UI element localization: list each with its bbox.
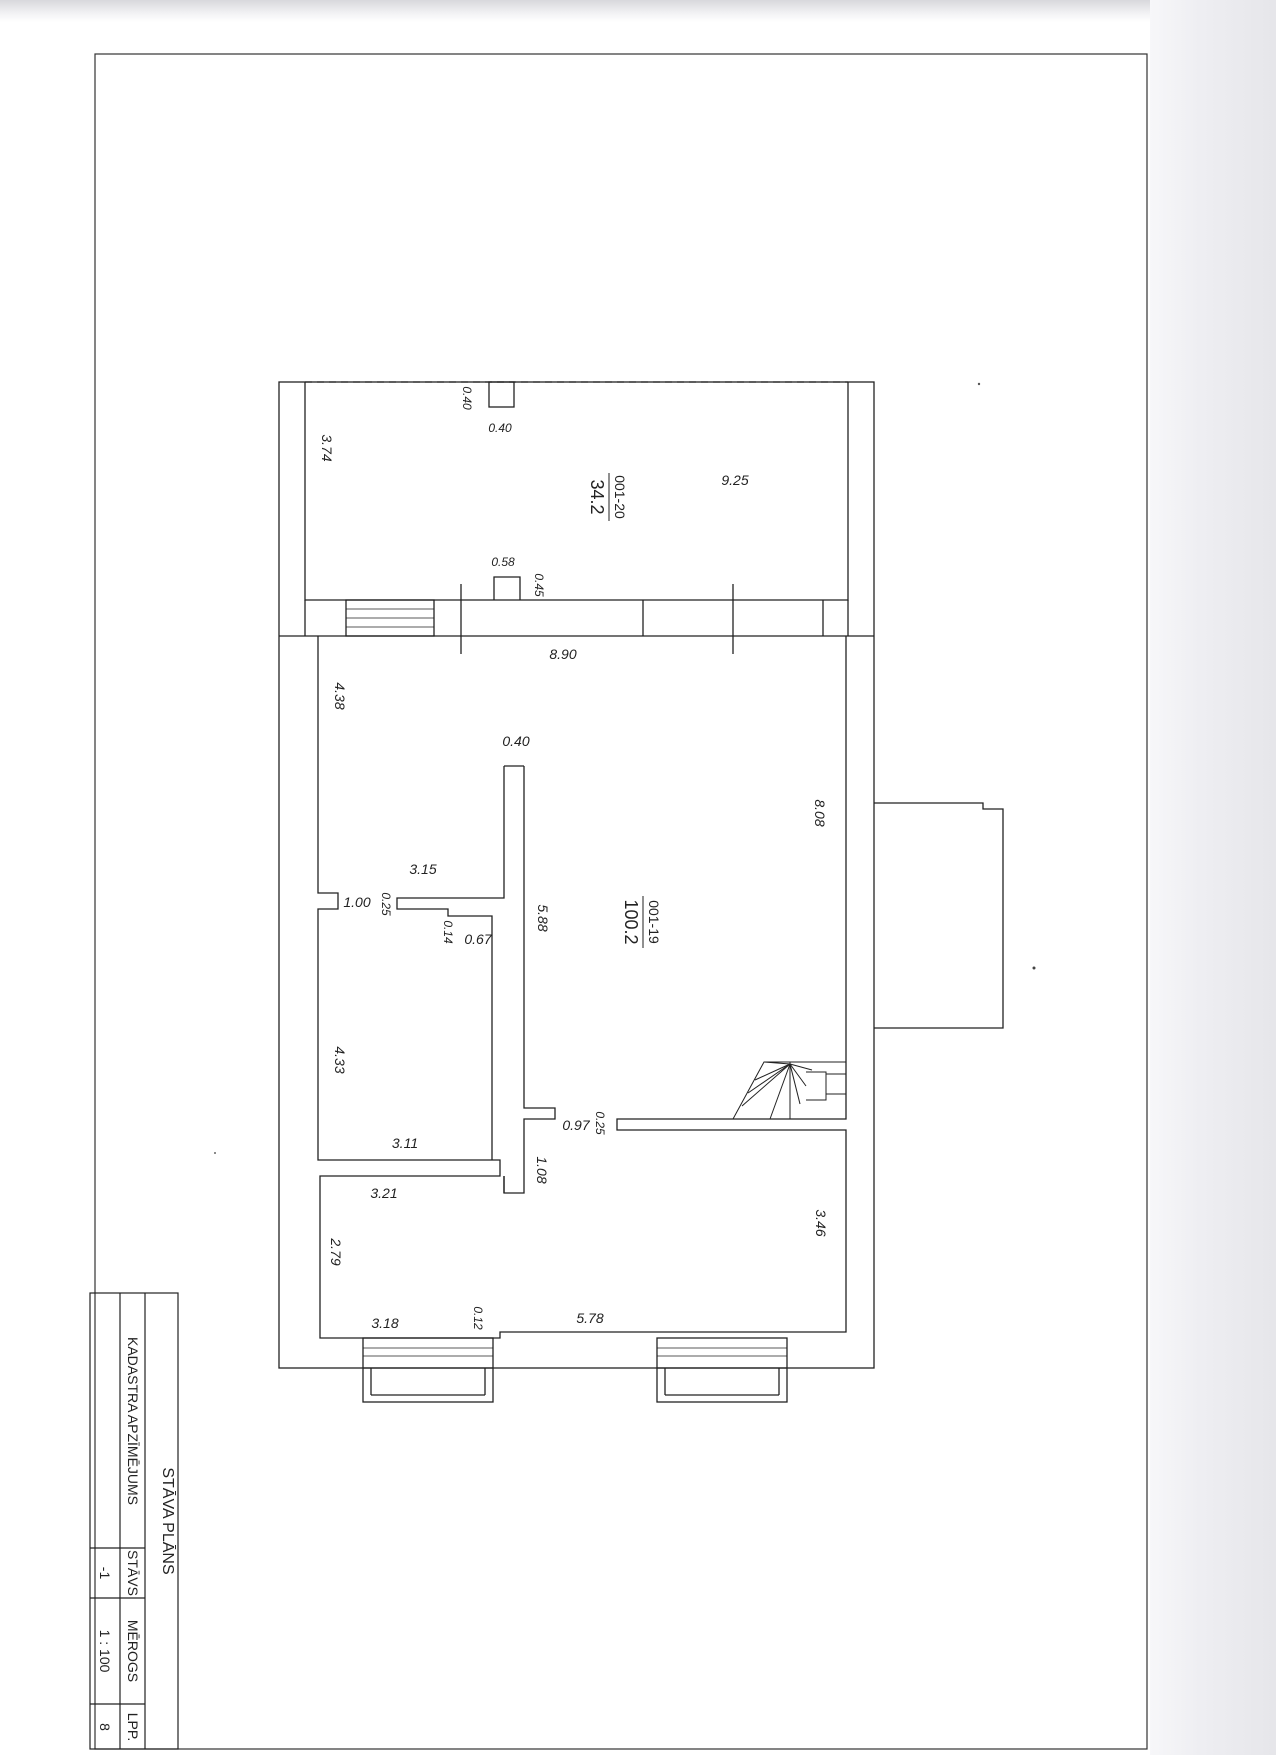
dim-label: 8.90 [549, 646, 576, 662]
annex-outline [304, 382, 849, 601]
chimney-block [493, 576, 521, 600]
dim-label: 9.25 [721, 472, 748, 488]
room-id: 001-19 [646, 900, 662, 944]
floor-plan [278, 381, 1004, 1403]
dim-label: 3.15 [409, 861, 436, 877]
title-block-title: STĀVA PLĀNS [159, 1467, 177, 1574]
dim-label: 3.18 [371, 1315, 398, 1331]
scan-speck [1032, 966, 1036, 970]
dim-label: 1.08 [534, 1156, 550, 1183]
page-value: 8 [97, 1723, 113, 1731]
dim-label: 1.00 [343, 894, 370, 910]
room-label-001-19: 001-19 100.2 [621, 896, 662, 948]
staircase [732, 1061, 847, 1120]
scan-speck [214, 1152, 216, 1154]
dim-label: 2.79 [328, 1237, 344, 1265]
room-area: 100.2 [621, 899, 641, 944]
scan-edge-shadow [0, 0, 1276, 22]
partition-wall [396, 766, 505, 1160]
dim-label: 0.97 [562, 1117, 590, 1133]
sheet-border [94, 53, 1148, 1750]
outer-wall [278, 381, 875, 1369]
page-header: LPP. [125, 1713, 141, 1742]
dim-label: 3.74 [319, 434, 335, 461]
dimension-labels: 0.40 0.40 3.74 9.25 0.58 0.45 8.90 4.38 … [319, 386, 829, 1331]
dim-label: 0.25 [593, 1111, 607, 1135]
chimney-shaft [488, 381, 515, 408]
main-room-walls [317, 636, 847, 1339]
room-id: 001-20 [612, 475, 628, 519]
dim-label: 0.14 [441, 920, 455, 944]
scale-value: 1 : 100 [97, 1630, 113, 1673]
dim-label: 5.78 [576, 1310, 603, 1326]
dim-label: 4.33 [332, 1046, 348, 1073]
room-area: 34.2 [587, 479, 607, 514]
cadastre-header: KADASTRA APZĪMĒJUMS [125, 1337, 141, 1505]
title-block: STĀVA PLĀNS KADASTRA APZĪMĒJUMS STĀVS MĒ… [89, 1292, 179, 1750]
dim-label: 0.25 [379, 892, 393, 916]
dim-label: 3.46 [813, 1209, 829, 1236]
room-label-001-20: 001-20 34.2 [587, 473, 628, 521]
scan-speck [977, 382, 981, 386]
dim-label: 5.88 [535, 904, 551, 931]
dim-label: 0.67 [464, 931, 492, 947]
dim-label: 3.11 [392, 1135, 418, 1151]
dim-label: 0.40 [488, 421, 512, 435]
dim-label: 0.40 [502, 733, 529, 749]
dim-label: 0.12 [471, 1306, 485, 1330]
window-bottom-right [656, 1337, 788, 1403]
dim-label: 3.21 [370, 1185, 397, 1201]
dim-label: 0.58 [491, 555, 515, 569]
floor-header: STĀVS [125, 1550, 141, 1596]
window-bottom-left [362, 1337, 494, 1403]
dim-label: 0.40 [460, 386, 474, 410]
dim-label: 0.45 [532, 573, 546, 597]
dim-label: 4.38 [332, 682, 348, 709]
partition-wall-2 [503, 765, 556, 1194]
scan-page-shadow [1150, 0, 1276, 1755]
floor-value: -1 [97, 1567, 113, 1580]
dim-label: 8.08 [812, 799, 828, 826]
scale-header: MĒROGS [125, 1620, 141, 1682]
side-terrace [874, 802, 1004, 1029]
